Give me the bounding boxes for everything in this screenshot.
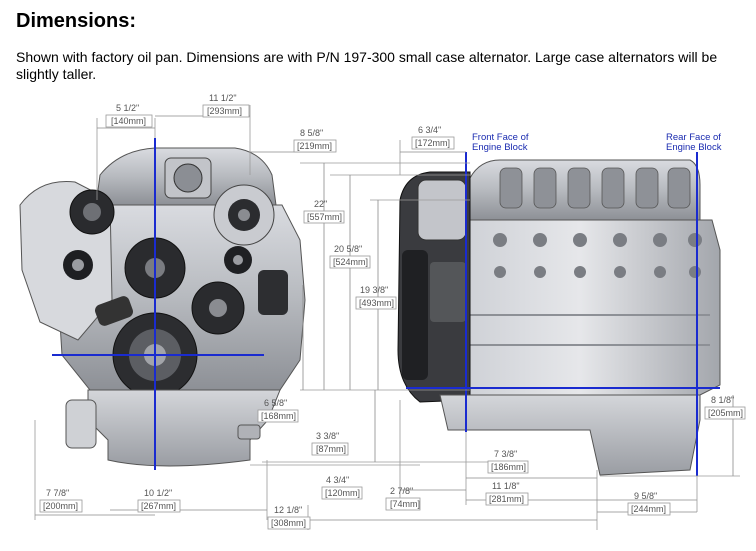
dim-2-7-8-mm: [74mm] xyxy=(390,499,420,509)
dim-11-1-8-inch: 11 1/8" xyxy=(492,481,520,491)
dim-6-3-4-inch: 6 3/4" xyxy=(418,125,441,135)
dim-7-7-8-mm: [200mm] xyxy=(43,501,78,511)
dim-label-6-3-4: 6 3/4" [172mm] xyxy=(411,125,455,150)
dim-19-3-8-inch: 19 3/8" xyxy=(360,285,388,295)
dim-11-1-2-mm: [293mm] xyxy=(207,106,242,116)
description-text: Shown with factory oil pan. Dimensions a… xyxy=(16,49,718,82)
dim-8-5-8-mm: [219mm] xyxy=(297,141,332,151)
dim-4-3-4-mm: [120mm] xyxy=(325,488,360,498)
side-alternator xyxy=(417,179,467,241)
dim-6-3-4-mm: [172mm] xyxy=(415,138,450,148)
belt-tensioner xyxy=(95,296,133,326)
dim-label-22: 22" [557mm] xyxy=(303,199,345,224)
dim-label-2-7-8: 2 7/8" [74mm] xyxy=(385,486,421,511)
oil-filter xyxy=(65,399,97,449)
dim-3-3-8-mm: [87mm] xyxy=(316,444,346,454)
dim-6-5-8-mm: [168mm] xyxy=(261,411,296,421)
dim-label-11-1-2: 11 1/2" [293mm] xyxy=(202,93,250,118)
engine-side-view xyxy=(397,152,721,476)
dim-3-3-8-inch: 3 3/8" xyxy=(316,431,339,441)
dim-label-7-3-8: 7 3/8" [186mm] xyxy=(487,449,529,474)
dim-label-8-5-8: 8 5/8" [219mm] xyxy=(293,128,337,153)
dim-label-3-3-8: 3 3/8" [87mm] xyxy=(311,431,349,456)
idler-pulley-left-hub xyxy=(72,259,84,271)
dim-11-1-8-mm: [281mm] xyxy=(489,494,524,504)
dim-11-1-2-inch: 11 1/2" xyxy=(209,93,237,103)
dim-10-1-2-inch: 10 1/2" xyxy=(144,488,172,498)
rear-face-label-line2: Engine Block xyxy=(666,142,722,153)
power-steering-hub xyxy=(209,299,227,317)
front-face-label-line1: Front Face of xyxy=(472,132,529,143)
dim-22-inch: 22" xyxy=(314,199,327,209)
dim-20-5-8-inch: 20 5/8" xyxy=(334,244,362,254)
dim-4-3-4-inch: 4 3/4" xyxy=(326,475,349,485)
dim-7-3-8-mm: [186mm] xyxy=(491,462,526,472)
dim-5-1-2-mm: [140mm] xyxy=(111,116,146,126)
dim-label-7-7-8: 7 7/8" [200mm] xyxy=(39,488,83,513)
ac-compressor-hub xyxy=(83,203,101,221)
dim-8-1-8-mm: [205mm] xyxy=(708,408,743,418)
side-water-pump xyxy=(430,262,466,322)
engine-front-view xyxy=(19,138,306,470)
power-steering-reservoir xyxy=(258,270,288,315)
dim-label-12-1-8: 12 1/8" [308mm] xyxy=(267,505,311,530)
dim-2-7-8-inch: 2 7/8" xyxy=(390,486,413,496)
throttle-body-bore xyxy=(173,163,203,193)
dim-7-3-8-inch: 7 3/8" xyxy=(494,449,517,459)
dim-label-6-5-8: 6 5/8" [168mm] xyxy=(257,398,299,423)
dim-7-7-8-inch: 7 7/8" xyxy=(46,488,69,498)
dim-10-1-2-mm: [267mm] xyxy=(141,501,176,511)
oil-drain-fitting xyxy=(237,424,261,440)
dim-12-1-8-inch: 12 1/8" xyxy=(274,505,302,515)
front-oil-pan xyxy=(87,389,281,467)
dim-8-1-8-inch: 8 1/8" xyxy=(711,395,734,405)
dim-label-10-1-2: 10 1/2" [267mm] xyxy=(137,488,181,513)
dim-19-3-8-mm: [493mm] xyxy=(359,298,394,308)
alternator-hub xyxy=(238,209,250,221)
intake-runners xyxy=(499,167,691,209)
dim-label-20-5-8: 20 5/8" [524mm] xyxy=(329,244,371,269)
dim-8-5-8-inch: 8 5/8" xyxy=(300,128,323,138)
side-oil-pan xyxy=(439,394,701,476)
dim-9-5-8-mm: [244mm] xyxy=(631,504,666,514)
dim-12-1-8-mm: [308mm] xyxy=(271,518,306,528)
dim-20-5-8-mm: [524mm] xyxy=(333,257,368,267)
page-heading: Dimensions: xyxy=(16,10,137,32)
dim-label-5-1-2: 5 1/2" [140mm] xyxy=(105,103,153,128)
dim-label-8-1-8: 8 1/8" [205mm] xyxy=(704,395,746,420)
dim-label-4-3-4: 4 3/4" [120mm] xyxy=(321,475,363,500)
idler-pulley-right-hub xyxy=(233,255,243,265)
front-face-label-line2: Engine Block xyxy=(472,142,528,153)
dim-9-5-8-inch: 9 5/8" xyxy=(634,491,657,501)
dim-5-1-2-inch: 5 1/2" xyxy=(116,103,139,113)
dim-label-11-1-8: 11 1/8" [281mm] xyxy=(485,481,529,506)
block-skirt-ribs xyxy=(470,314,710,346)
dim-22-mm: [557mm] xyxy=(307,212,342,222)
side-pulley-stack xyxy=(402,250,428,380)
dim-6-5-8-inch: 6 5/8" xyxy=(264,398,287,408)
dim-label-9-5-8: 9 5/8" [244mm] xyxy=(627,491,671,516)
rear-face-label-line1: Rear Face of xyxy=(666,132,721,143)
dim-label-19-3-8: 19 3/8" [493mm] xyxy=(355,285,397,310)
